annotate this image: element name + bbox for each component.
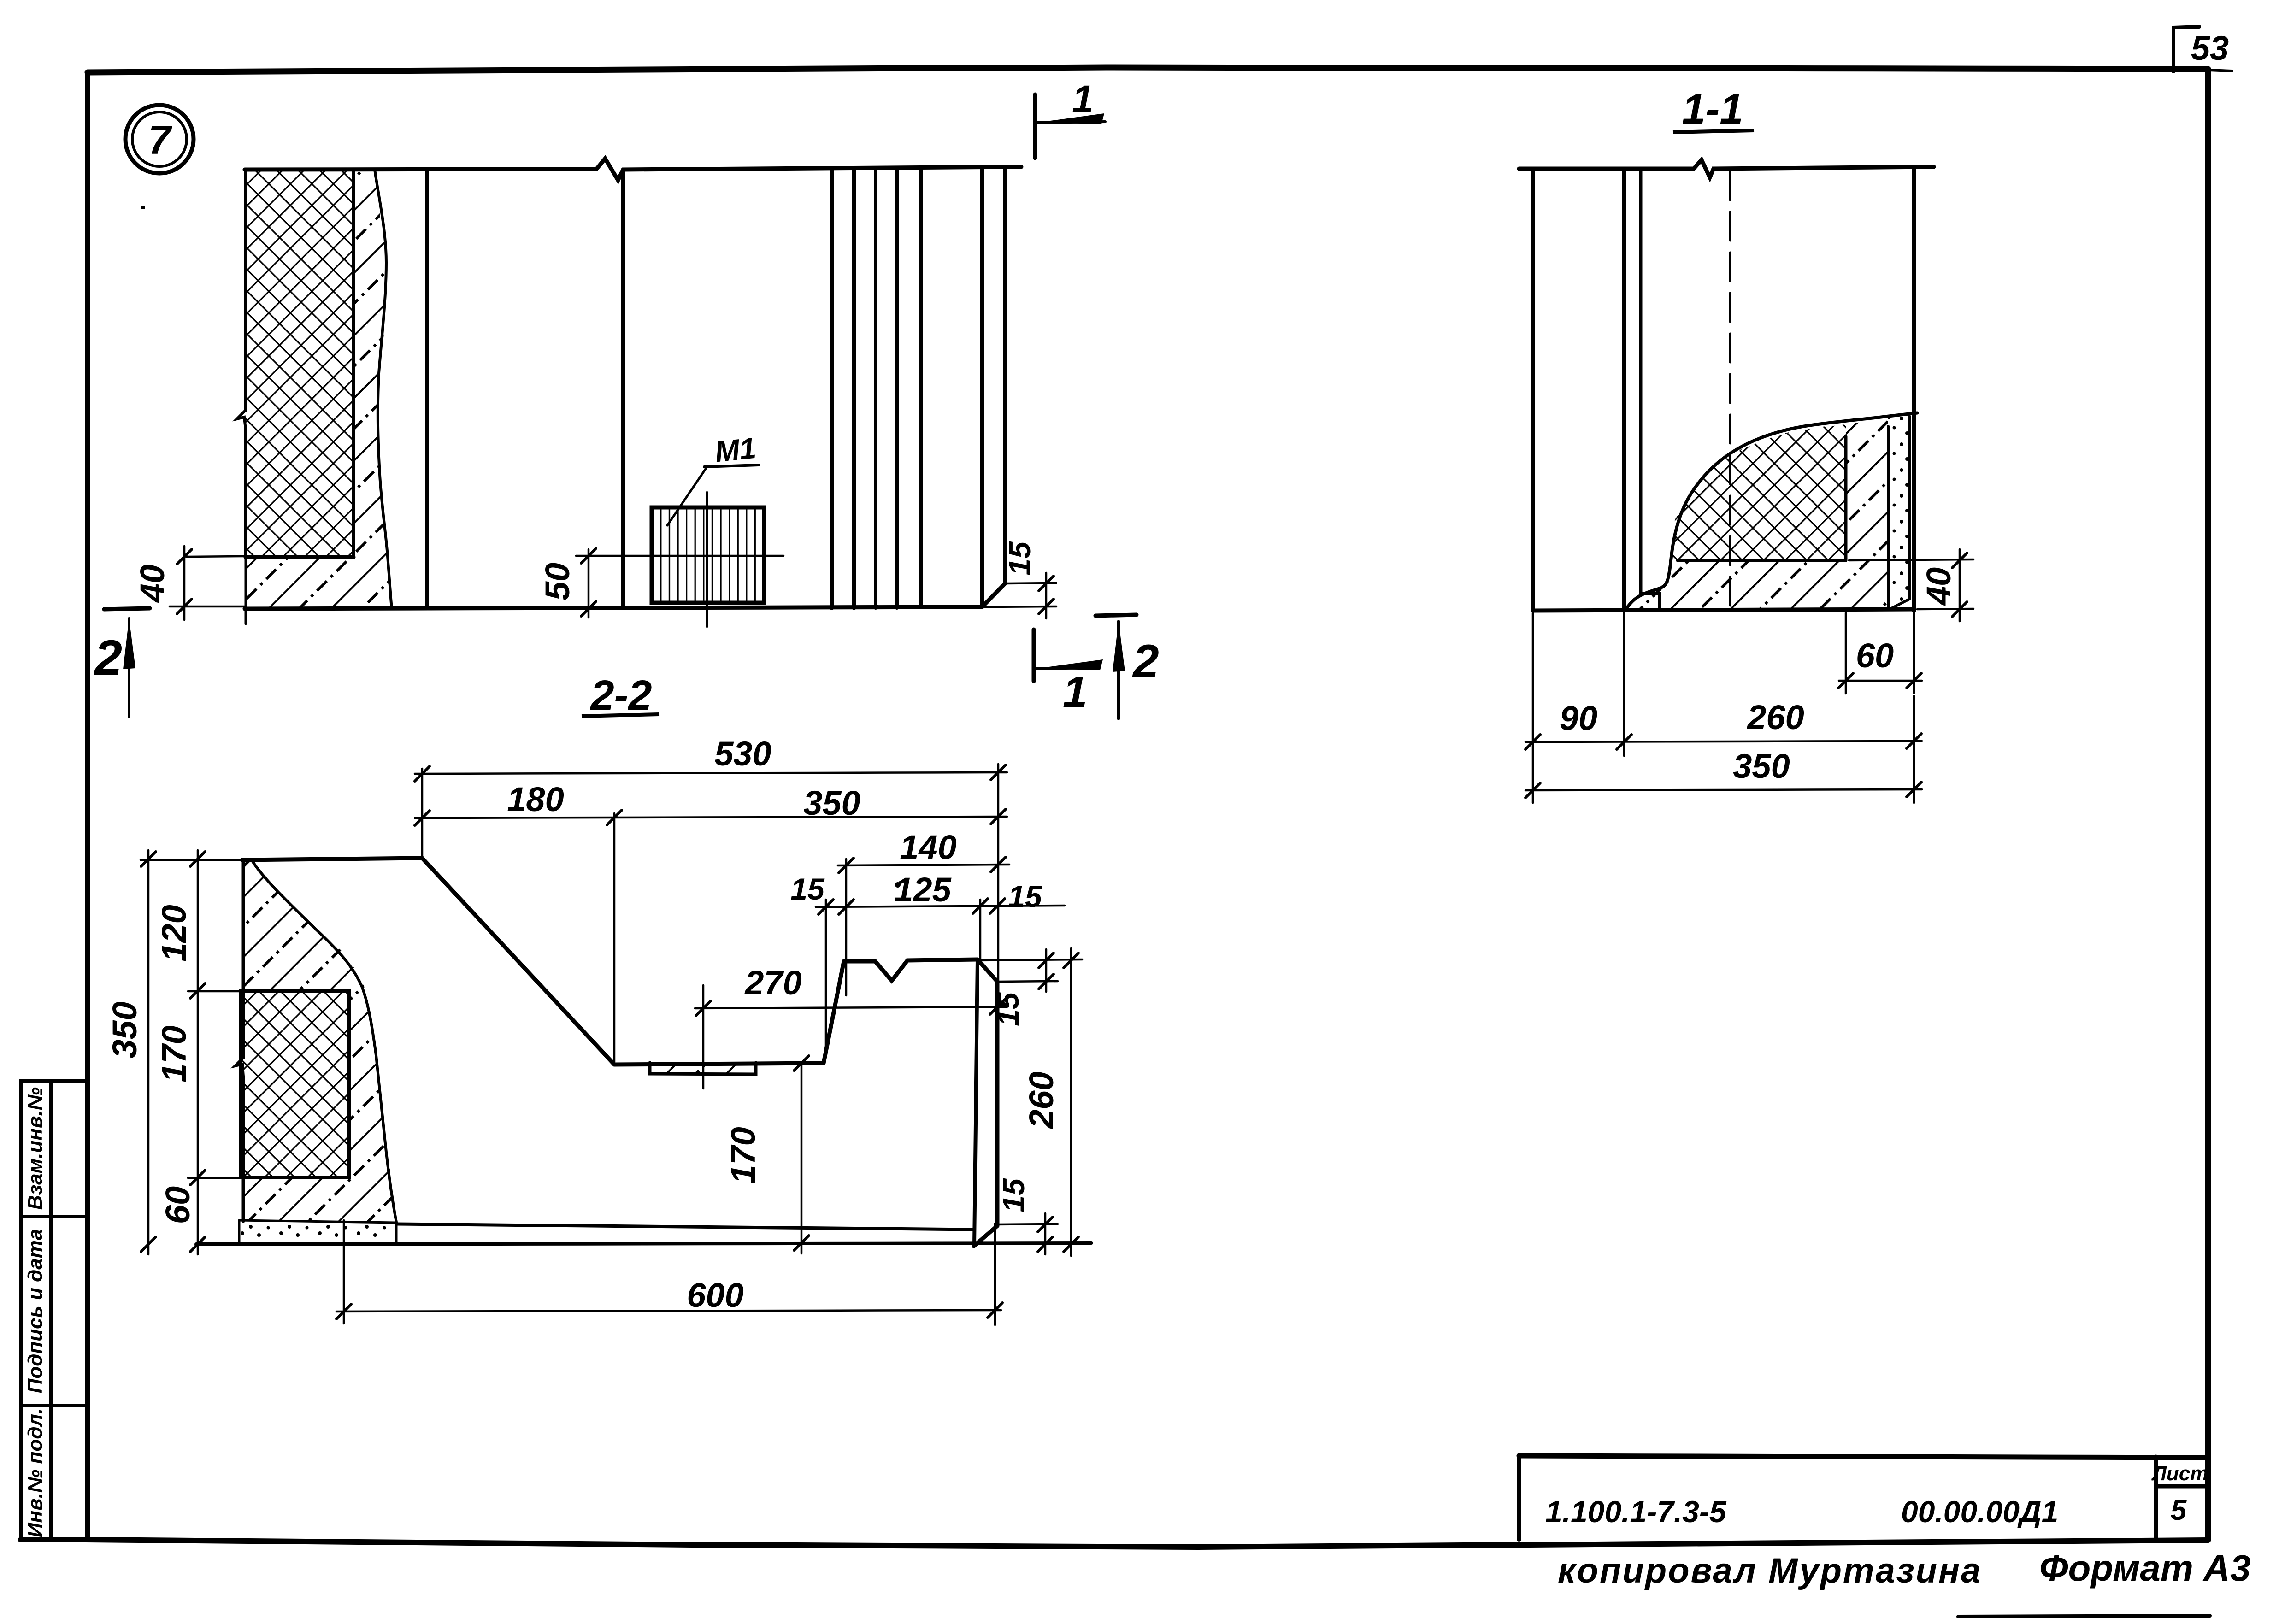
svg-text:530: 530: [714, 735, 771, 773]
svg-text:Подпись и дата: Подпись и дата: [24, 1229, 47, 1394]
svg-text:180: 180: [507, 780, 564, 818]
svg-text:125: 125: [894, 871, 952, 909]
svg-text:2: 2: [1132, 635, 1159, 688]
svg-text:90: 90: [1560, 699, 1597, 737]
svg-text:170: 170: [724, 1127, 762, 1183]
svg-text:120: 120: [155, 905, 193, 961]
svg-text:140: 140: [900, 828, 956, 866]
svg-text:копировал Муртазина: копировал Муртазина: [1558, 1551, 1982, 1590]
svg-text:15: 15: [1008, 879, 1042, 913]
svg-text:170: 170: [155, 1025, 193, 1082]
svg-text:15: 15: [996, 1178, 1031, 1212]
svg-text:00.00.00Д1: 00.00.00Д1: [1901, 1495, 2058, 1529]
svg-text:260: 260: [1022, 1071, 1060, 1129]
svg-text:40: 40: [133, 565, 171, 603]
svg-text:1.100.1-7.3-5: 1.100.1-7.3-5: [1545, 1495, 1727, 1529]
svg-text:15: 15: [1002, 541, 1036, 576]
svg-text:2-2: 2-2: [590, 672, 652, 719]
svg-text:1: 1: [1072, 77, 1094, 121]
svg-text:40: 40: [1920, 567, 1958, 606]
svg-text:Формат А3: Формат А3: [2039, 1548, 2250, 1589]
svg-text:350: 350: [1733, 747, 1790, 785]
svg-text:50: 50: [538, 563, 577, 600]
svg-text:Инв.№ подл.: Инв.№ подл.: [24, 1408, 47, 1537]
svg-text:2: 2: [94, 630, 122, 685]
svg-text:Лист: Лист: [2151, 1462, 2208, 1485]
svg-text:7: 7: [148, 117, 173, 163]
svg-text:М1: М1: [713, 431, 758, 469]
svg-text:1: 1: [1063, 667, 1087, 717]
svg-text:60: 60: [159, 1186, 197, 1224]
svg-text:Взам.инв.№: Взам.инв.№: [24, 1087, 47, 1210]
svg-text:350: 350: [106, 1001, 144, 1058]
svg-text:5: 5: [2171, 1495, 2187, 1526]
svg-text:53: 53: [2191, 29, 2229, 67]
svg-text:350: 350: [803, 784, 860, 822]
svg-text:15: 15: [790, 872, 825, 906]
svg-text:600: 600: [687, 1276, 743, 1314]
svg-text:270: 270: [744, 964, 801, 1002]
svg-text:1-1: 1-1: [1682, 86, 1743, 133]
svg-text:260: 260: [1746, 698, 1804, 736]
svg-text:60: 60: [1856, 636, 1894, 675]
